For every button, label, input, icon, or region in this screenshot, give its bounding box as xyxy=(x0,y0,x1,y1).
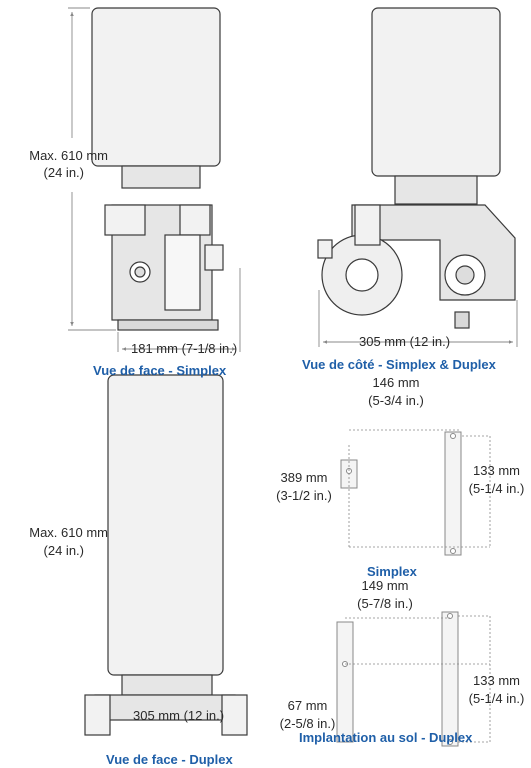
floor-duplex-left-label-line1: 67 mm xyxy=(287,698,328,713)
side-view-dimensions xyxy=(318,290,518,347)
floor-simplex-right-label-line2: (5-1/4 in.) xyxy=(468,481,525,496)
floor-duplex-right-label-line2: (5-1/4 in.) xyxy=(468,691,525,706)
floor-duplex-left-label-line2: (2-5/8 in.) xyxy=(279,716,336,731)
floor-duplex-right-label-line1: 133 mm xyxy=(473,673,520,688)
front-simplex-drawing xyxy=(91,7,224,331)
motor xyxy=(371,7,501,177)
front-simplex-height-label-line1: Max. 610 mm xyxy=(29,148,108,163)
front-simplex-dimensions xyxy=(68,7,241,352)
floor-simplex-left-label-line1: 389 mm xyxy=(280,470,328,485)
motor xyxy=(107,374,224,676)
front-duplex-drawing xyxy=(84,374,248,736)
front-simplex-height-label-line2: (24 in.) xyxy=(43,165,84,180)
floor-duplex-caption: Implantation au sol - Duplex xyxy=(299,730,473,745)
front-duplex-width-label: 305 mm (12 in.) xyxy=(133,708,225,723)
floor-simplex-top-label-line1: 146 mm xyxy=(372,375,420,390)
motor-collar xyxy=(121,165,201,189)
side-view-width-label: 305 mm (12 in.) xyxy=(359,334,451,349)
floor-simplex-caption: Simplex xyxy=(367,564,417,579)
front-simplex-caption: Vue de face - Simplex xyxy=(93,363,227,378)
floor-duplex-drawing xyxy=(336,611,459,747)
side-view-caption: Vue de côté - Simplex & Duplex xyxy=(302,357,496,372)
front-duplex-caption: Vue de face - Duplex xyxy=(106,752,233,767)
floor-simplex-drawing xyxy=(340,431,462,556)
floor-simplex-dimensions xyxy=(348,429,491,548)
floor-duplex-dimensions xyxy=(345,615,491,743)
floor-duplex-top-label-line1: 149 mm xyxy=(361,578,409,593)
pump-body xyxy=(94,694,236,721)
front-duplex-height-label-line1: Max. 610 mm xyxy=(29,525,108,540)
floor-simplex-right-label-line1: 133 mm xyxy=(473,463,520,478)
floor-duplex-top-label-line2: (5-7/8 in.) xyxy=(357,596,413,611)
floor-simplex-left-label-line2: (3-1/2 in.) xyxy=(276,488,332,503)
front-duplex-height-label-line2: (24 in.) xyxy=(43,543,84,558)
motor xyxy=(91,7,221,167)
floor-simplex-top-label-line2: (5-3/4 in.) xyxy=(368,393,424,408)
front-simplex-width-label: 181 mm (7-1/8 in.) xyxy=(131,341,238,356)
side-view-drawing xyxy=(317,7,516,329)
